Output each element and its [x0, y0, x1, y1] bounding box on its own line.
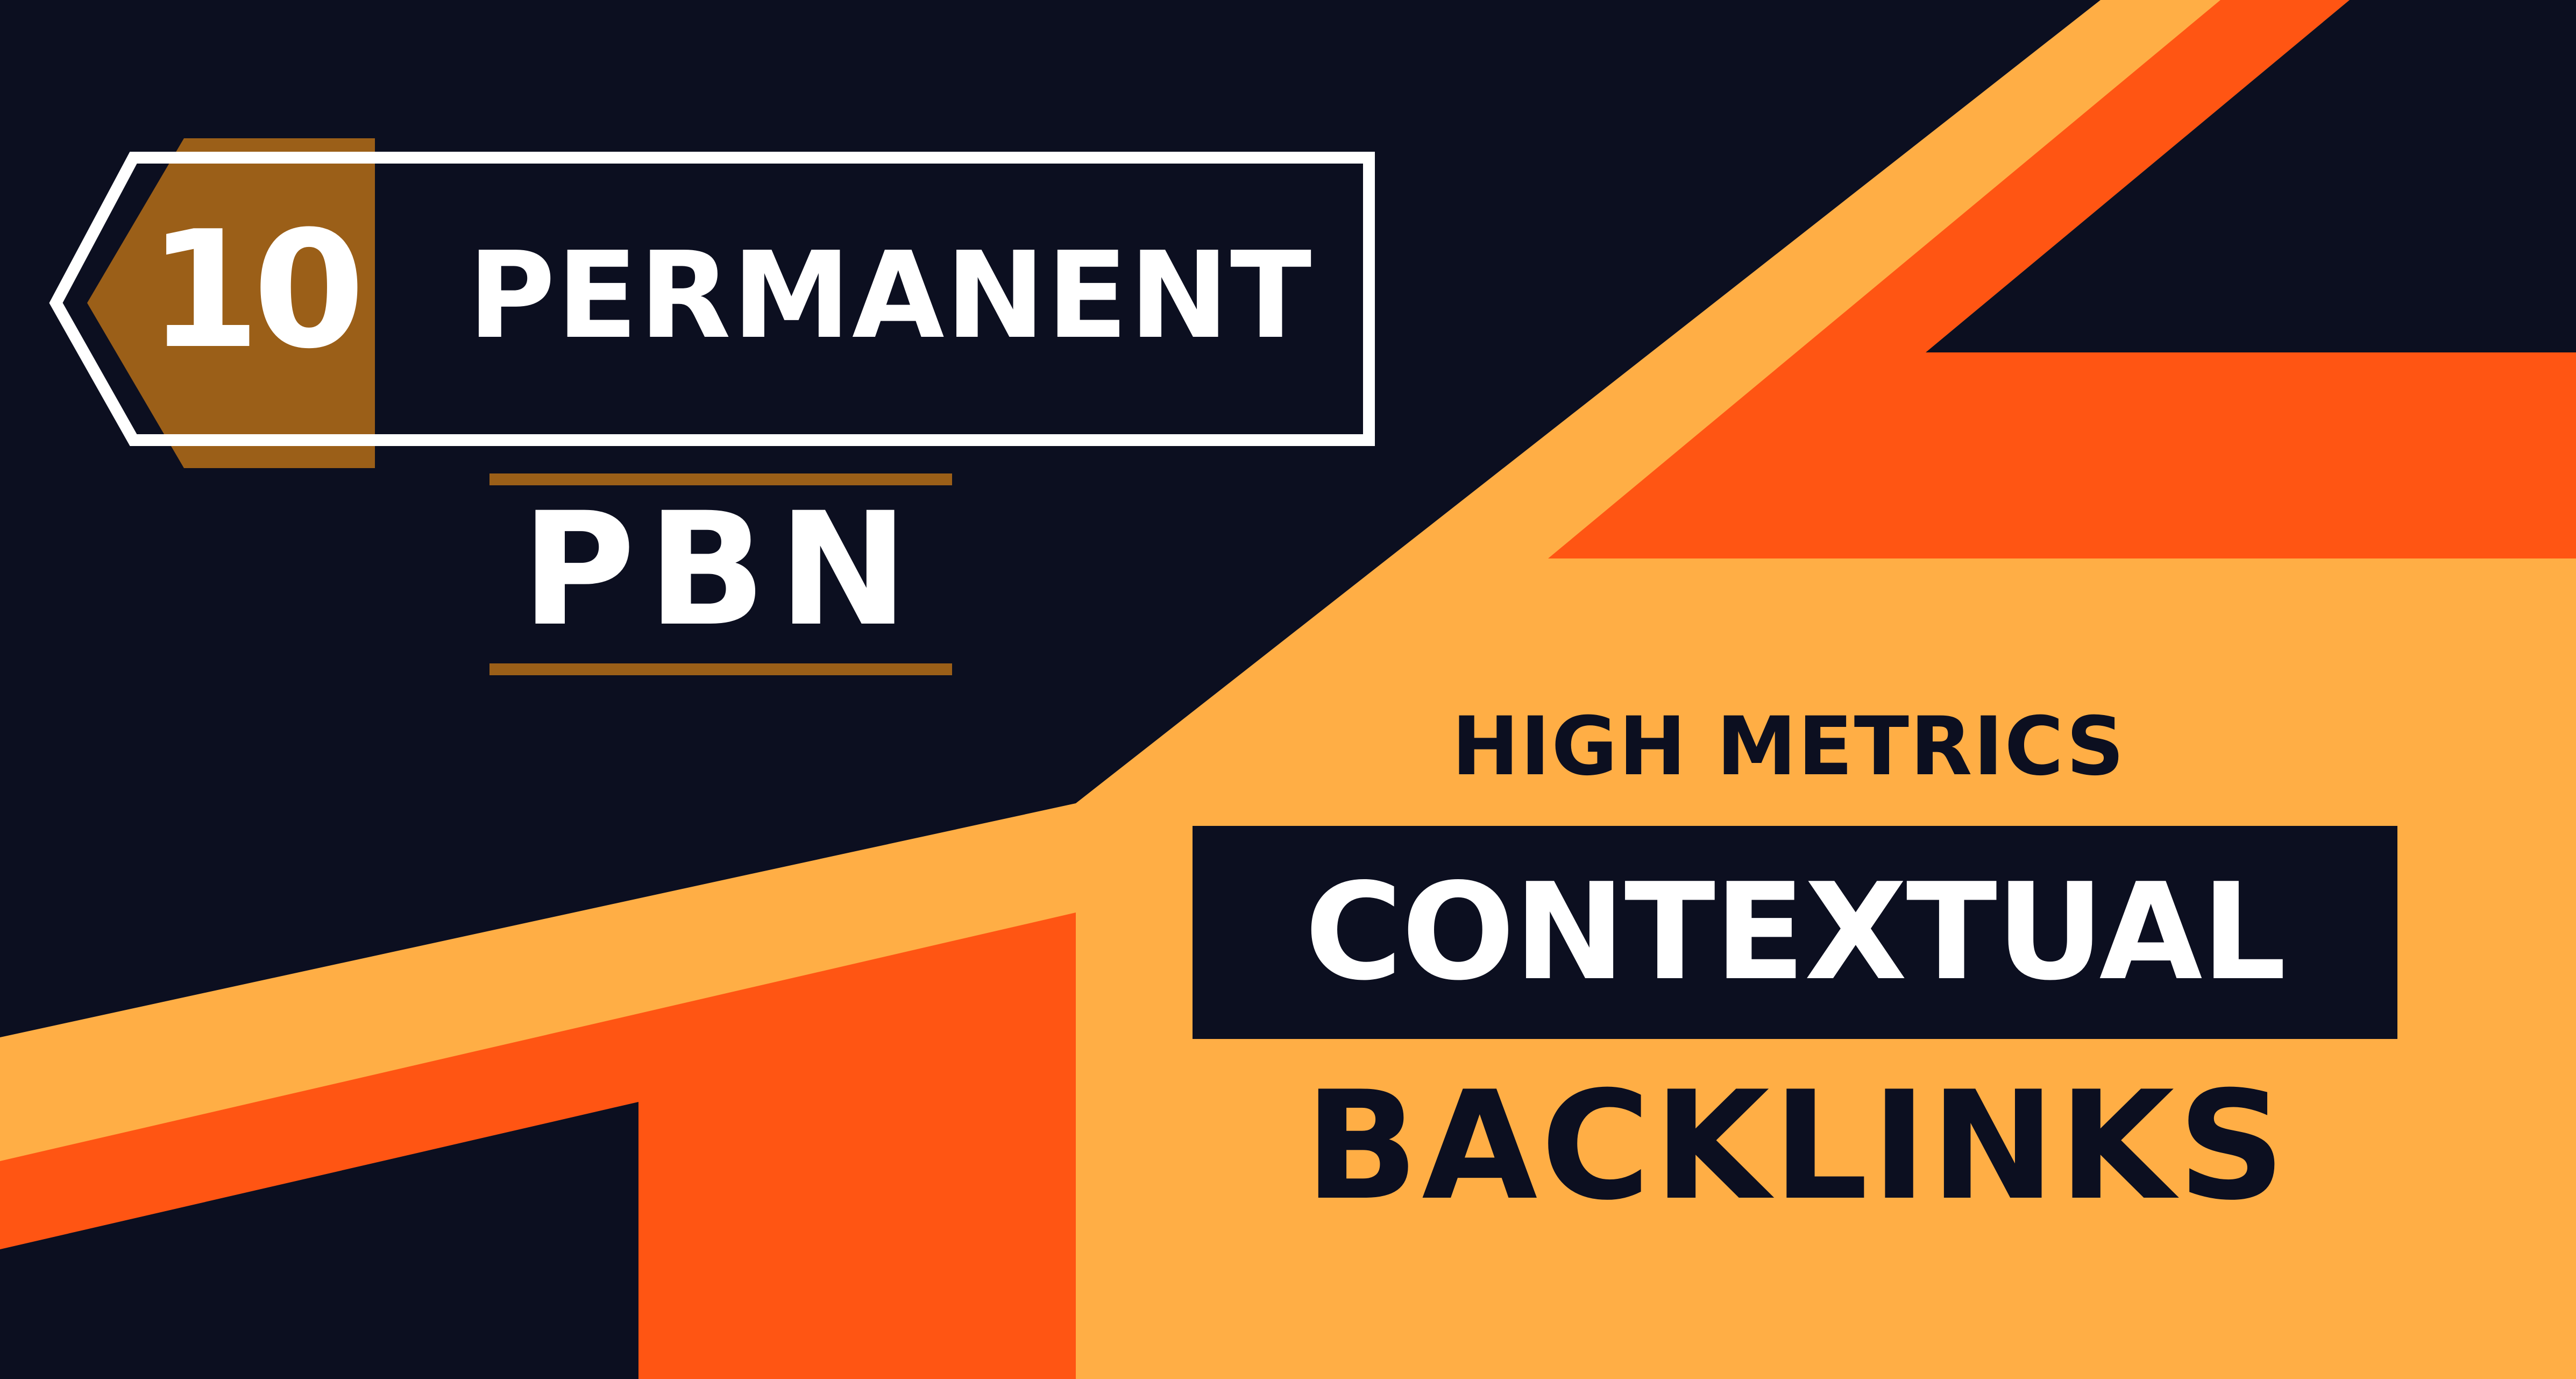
navy-bottom-left-corner	[0, 1102, 638, 1379]
divider-bottom	[489, 663, 952, 675]
backlinks-title: BACKLINKS	[1304, 1059, 2289, 1233]
red-orange-diagonal-band	[1548, 0, 2576, 558]
white-outline-frame	[49, 152, 1375, 446]
permanent-title: PERMANENT	[467, 227, 1313, 365]
brown-number-panel	[87, 138, 375, 468]
contextual-title: CONTEXTUAL	[1304, 855, 2286, 1010]
contextual-box	[1193, 826, 2397, 1039]
contextual-label-box: CONTEXTUAL	[1193, 826, 2397, 1039]
navy-top-right-notch	[1926, 0, 2576, 352]
divider-top	[489, 473, 952, 485]
high-metrics-subtitle: HIGH METRICS	[1451, 699, 2126, 794]
pbn-title: PBN	[521, 479, 921, 661]
number-ten: 10	[148, 196, 365, 384]
